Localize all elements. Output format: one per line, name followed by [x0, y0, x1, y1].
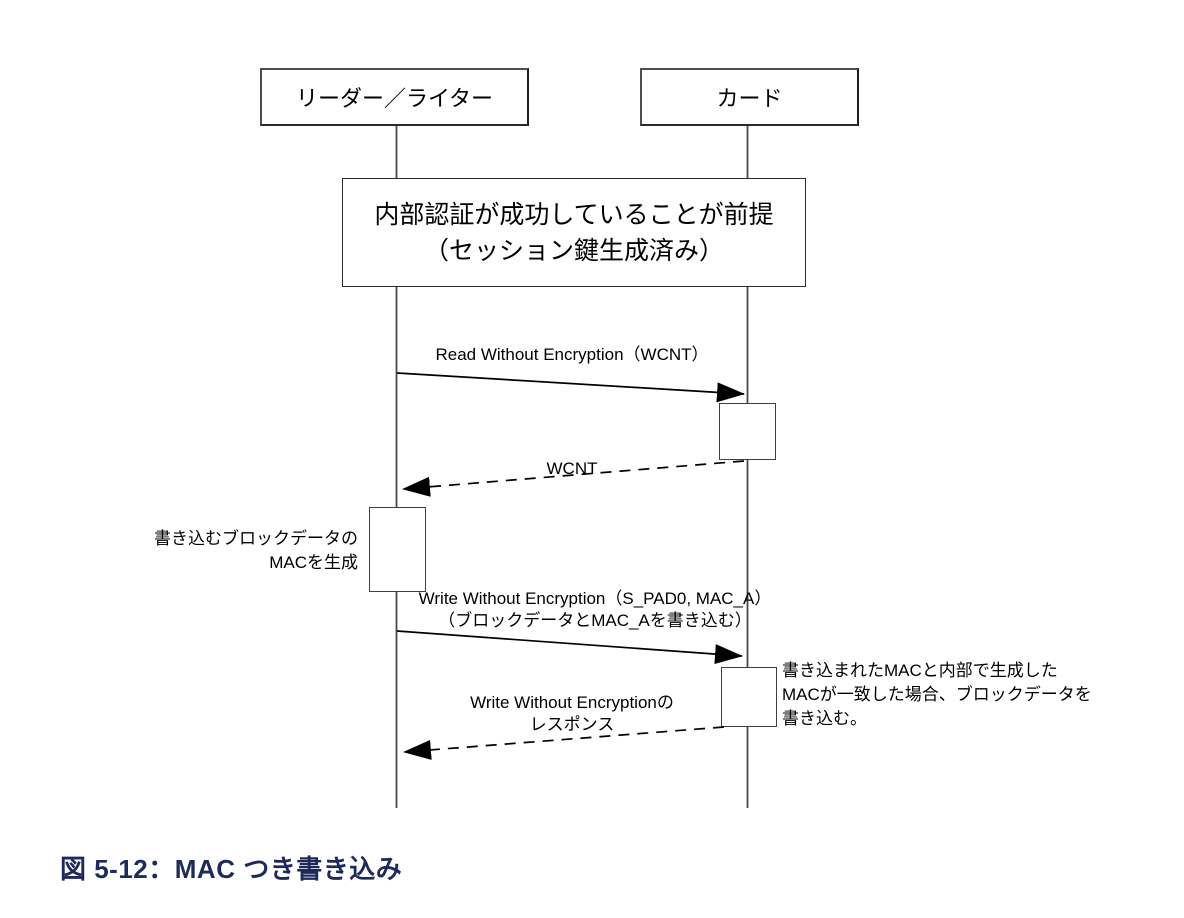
actor-label-reader-writer: リーダー／ライター: [295, 86, 494, 111]
note-card-verify-line3: 書き込む。: [782, 709, 867, 728]
arrow-write-request: [396, 630, 743, 665]
activation-reader-mac: [369, 507, 426, 592]
arrow-read-request: [396, 372, 745, 403]
note-card-verify: 書き込まれたMACと内部で生成した MACが一致した場合、ブロックデータを 書き…: [782, 659, 1122, 731]
label-write-request-line2: （ブロックデータとMAC_Aを書き込む）: [438, 611, 752, 630]
label-write-response-line2: レスポンス: [529, 715, 615, 734]
label-write-response: Write Without Encryptionの レスポンス: [396, 692, 748, 736]
note-reader-mac-line2: MACを生成: [269, 553, 358, 572]
activation-card-write: [721, 667, 777, 727]
label-write-request: Write Without Encryption（S_PAD0, MAC_A） …: [380, 588, 810, 632]
arrow-read-response: [402, 460, 745, 497]
note-reader-mac-line1: 書き込むブロックデータの: [154, 529, 358, 548]
actor-label-card: カード: [716, 86, 783, 111]
precondition-box: 内部認証が成功していることが前提 （セッション鍵生成済み）: [342, 178, 806, 287]
label-write-response-line1: Write Without Encryptionの: [470, 693, 674, 712]
note-reader-mac: 書き込むブロックデータの MACを生成: [120, 527, 358, 575]
note-card-verify-line2: MACが一致した場合、ブロックデータを: [782, 685, 1092, 704]
label-read-response: WCNT: [546, 459, 598, 478]
precondition-line1: 内部認証が成功していることが前提: [374, 200, 774, 229]
figure-caption: 図 5-12：MAC つき書き込み: [60, 854, 403, 884]
label-write-request-line1: Write Without Encryption（S_PAD0, MAC_A）: [418, 589, 772, 608]
activation-card-read: [719, 403, 776, 460]
arrow-write-response: [403, 726, 725, 760]
precondition-line2: （セッション鍵生成済み）: [423, 236, 724, 265]
actor-box-reader-writer: リーダー／ライター: [260, 68, 529, 126]
actor-box-card: カード: [640, 68, 859, 126]
note-card-verify-line1: 書き込まれたMACと内部で生成した: [782, 661, 1058, 680]
label-read-request: Read Without Encryption（WCNT）: [435, 345, 709, 364]
